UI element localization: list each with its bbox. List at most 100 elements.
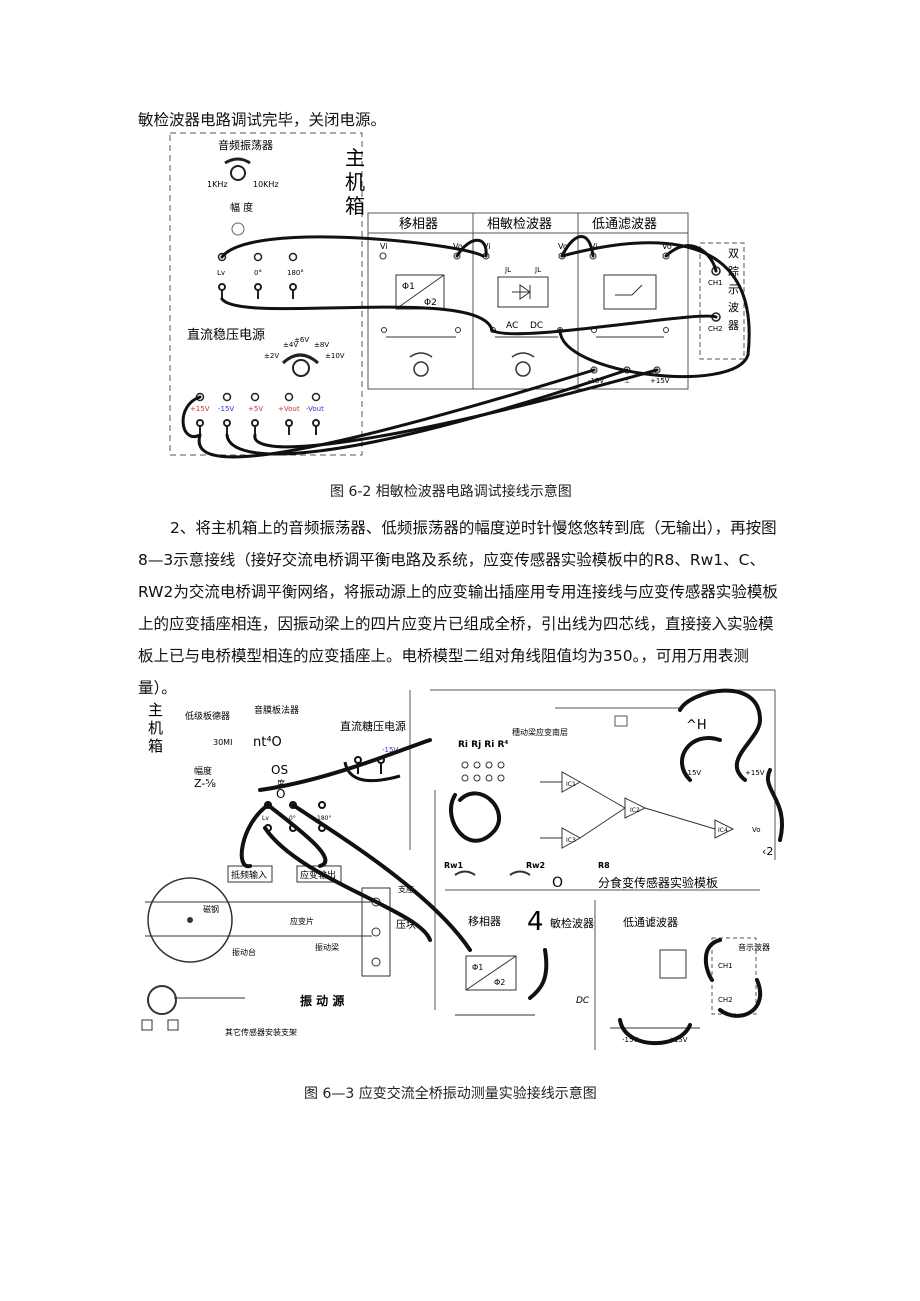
r8-label: R8 — [598, 861, 610, 870]
bracket-label: 其它传感器安装支架 — [225, 1027, 297, 1037]
support-label: 支座 — [398, 884, 414, 894]
svg-text:Φ1: Φ1 — [472, 963, 483, 972]
detector-block — [497, 276, 549, 308]
figure-6-3-diagram: 主 机 箱 低级板德器 音膜板法器 直流糖压电源 30MI nt⁴O 幅度 Z-… — [141, 688, 784, 1050]
svg-text:Vo: Vo — [558, 242, 568, 251]
lowpass-label: 低通谑波器 — [623, 916, 678, 929]
output-lv-label: Lv — [217, 269, 225, 277]
svg-text:-15V: -15V — [382, 746, 398, 754]
scope-title-2: 踪 — [728, 264, 739, 278]
scope-ch2-label: CH2 — [708, 325, 723, 333]
terminal-plus-vout[interactable] — [284, 392, 294, 402]
beam-socket-label: 穗动梁应变南层 — [512, 727, 568, 737]
terminal-plus-vout-label: +Vout — [278, 405, 300, 413]
terminal-minus-vout-label: -Vout — [306, 405, 324, 413]
output-0-terminal[interactable] — [253, 252, 263, 262]
ah-label: ^H — [686, 718, 707, 733]
bottom-ground: ⊥ — [624, 377, 630, 385]
svg-text:音示波器: 音示波器 — [738, 942, 770, 952]
terminal-plus5[interactable] — [250, 392, 260, 402]
vibration-table — [147, 877, 233, 963]
output-180-terminal[interactable] — [288, 252, 298, 262]
scope-title-5: 器 — [728, 319, 739, 332]
figure-6-3-caption: 图 6—3 应变交流全桥振动测量实验接线示意图 — [304, 1086, 597, 1102]
svg-text:Vo: Vo — [662, 242, 672, 251]
svg-text:Φ1: Φ1 — [402, 282, 415, 292]
host-title-3: 箱 — [148, 737, 163, 755]
vib-beam-label: 振动梁 — [315, 942, 339, 952]
svg-text:Z-⅝: Z-⅝ — [194, 777, 216, 790]
detector-dc-label: DC — [530, 321, 543, 331]
host-title-3: 箱 — [345, 194, 365, 218]
svg-text:Φ2: Φ2 — [494, 978, 505, 987]
bottom-plus15: +15V — [650, 377, 670, 385]
connection-wires — [181, 235, 751, 459]
dc-mark-8v: ±8V — [314, 341, 329, 349]
svg-text:0°: 0° — [289, 815, 296, 822]
scope-title-1: 双 — [728, 247, 739, 260]
host-title-2: 机 — [345, 170, 365, 194]
magnet-label: 磁钢 — [203, 904, 219, 914]
amp-knob[interactable] — [231, 222, 245, 236]
svg-text:幅度: 幅度 — [194, 765, 212, 777]
num4-label: 4 — [527, 907, 544, 937]
dc-mark-2v: ±2V — [264, 352, 279, 360]
phase-shifter-label: 移相器 — [468, 915, 501, 928]
scope-title-4: 波 — [728, 301, 739, 314]
host-title-2: 机 — [148, 719, 163, 737]
svg-text:JL: JL — [504, 266, 511, 274]
dc-mark-10v: ±10V — [325, 352, 345, 360]
svg-text:180°: 180° — [317, 815, 331, 822]
module-detector-title: 相敏检波器 — [487, 217, 552, 232]
zero-o-label: O — [552, 875, 563, 891]
dc-mark-6v: ±6V — [294, 336, 309, 344]
strain-gauge-label: 应变片 — [290, 916, 314, 926]
module-panel-outline — [367, 212, 689, 390]
intro-line: 敏检波器电路调试完毕，关闭电源。 — [138, 111, 387, 129]
svg-text:Vi: Vi — [590, 242, 598, 251]
dc-voltage-knob[interactable] — [292, 359, 310, 377]
rw2-label: Rw2 — [526, 861, 545, 870]
figure-6-2-caption: 图 6-2 相敏检波器电路调试接线示意图 — [330, 484, 572, 500]
vo-label: Vo — [752, 826, 761, 834]
neg15b-label: -15V — [622, 1036, 638, 1044]
terminal-minus15[interactable] — [222, 392, 232, 402]
svg-text:Φ2: Φ2 — [424, 298, 437, 308]
dc-supply-title: 直流糖压电源 — [340, 719, 406, 733]
output-180-label: 180° — [287, 269, 304, 277]
svg-text:Vi: Vi — [380, 242, 388, 251]
dc-text-label: DC — [576, 996, 590, 1006]
host-title-1: 主 — [148, 701, 163, 719]
connection-wires — [239, 688, 784, 1046]
svg-text:OS: OS — [271, 763, 288, 777]
detector-knob[interactable] — [515, 361, 531, 377]
terminal-plus5-label: +5V — [248, 405, 263, 413]
host-title-1: 主 — [345, 146, 365, 170]
support-block — [361, 887, 391, 977]
output-0-label: 0° — [254, 269, 262, 277]
rw1-label: Rw1 — [444, 861, 464, 870]
svg-text:Lv: Lv — [262, 815, 269, 822]
scope-ch1: CH1 — [718, 962, 733, 970]
terminal-minus-vout[interactable] — [311, 392, 321, 402]
amp-label: 幅 度 — [230, 201, 253, 214]
audio-osc-title: 音频振荡器 — [218, 138, 273, 152]
paragraph-2: 2、将主机箱上的音频振荡器、低频振荡器的幅度逆时针慢悠悠转到底（无输出），再按图… — [138, 519, 778, 697]
scope-ch1-label: CH1 — [708, 279, 723, 287]
svg-text:IC3: IC3 — [566, 837, 576, 844]
lowpass-block — [603, 274, 657, 310]
svg-text:JL: JL — [534, 266, 541, 274]
figure-6-2-diagram: 主 机 箱 音频振荡器 1KHz 10KHz 幅 度 Lv 0° 180° 直流… — [169, 132, 751, 459]
audio-osc-title: 音膜板法器 — [254, 704, 299, 716]
svg-text:IC2: IC2 — [630, 807, 640, 814]
terminal-plus15-label: +15V — [190, 405, 210, 413]
low-input-label: 抵频输入 — [231, 869, 267, 881]
detector-ac-label: AC — [506, 321, 518, 331]
svg-text:IC1: IC1 — [566, 781, 576, 788]
low-osc-title: 低级板德器 — [185, 710, 230, 722]
svg-text:30MI: 30MI — [213, 738, 232, 747]
freq-knob[interactable] — [230, 165, 246, 181]
dc-supply-title: 直流稳压电源 — [187, 327, 265, 343]
phase-knob[interactable] — [413, 361, 429, 377]
terminal-minus15-label: -15V — [218, 405, 234, 413]
